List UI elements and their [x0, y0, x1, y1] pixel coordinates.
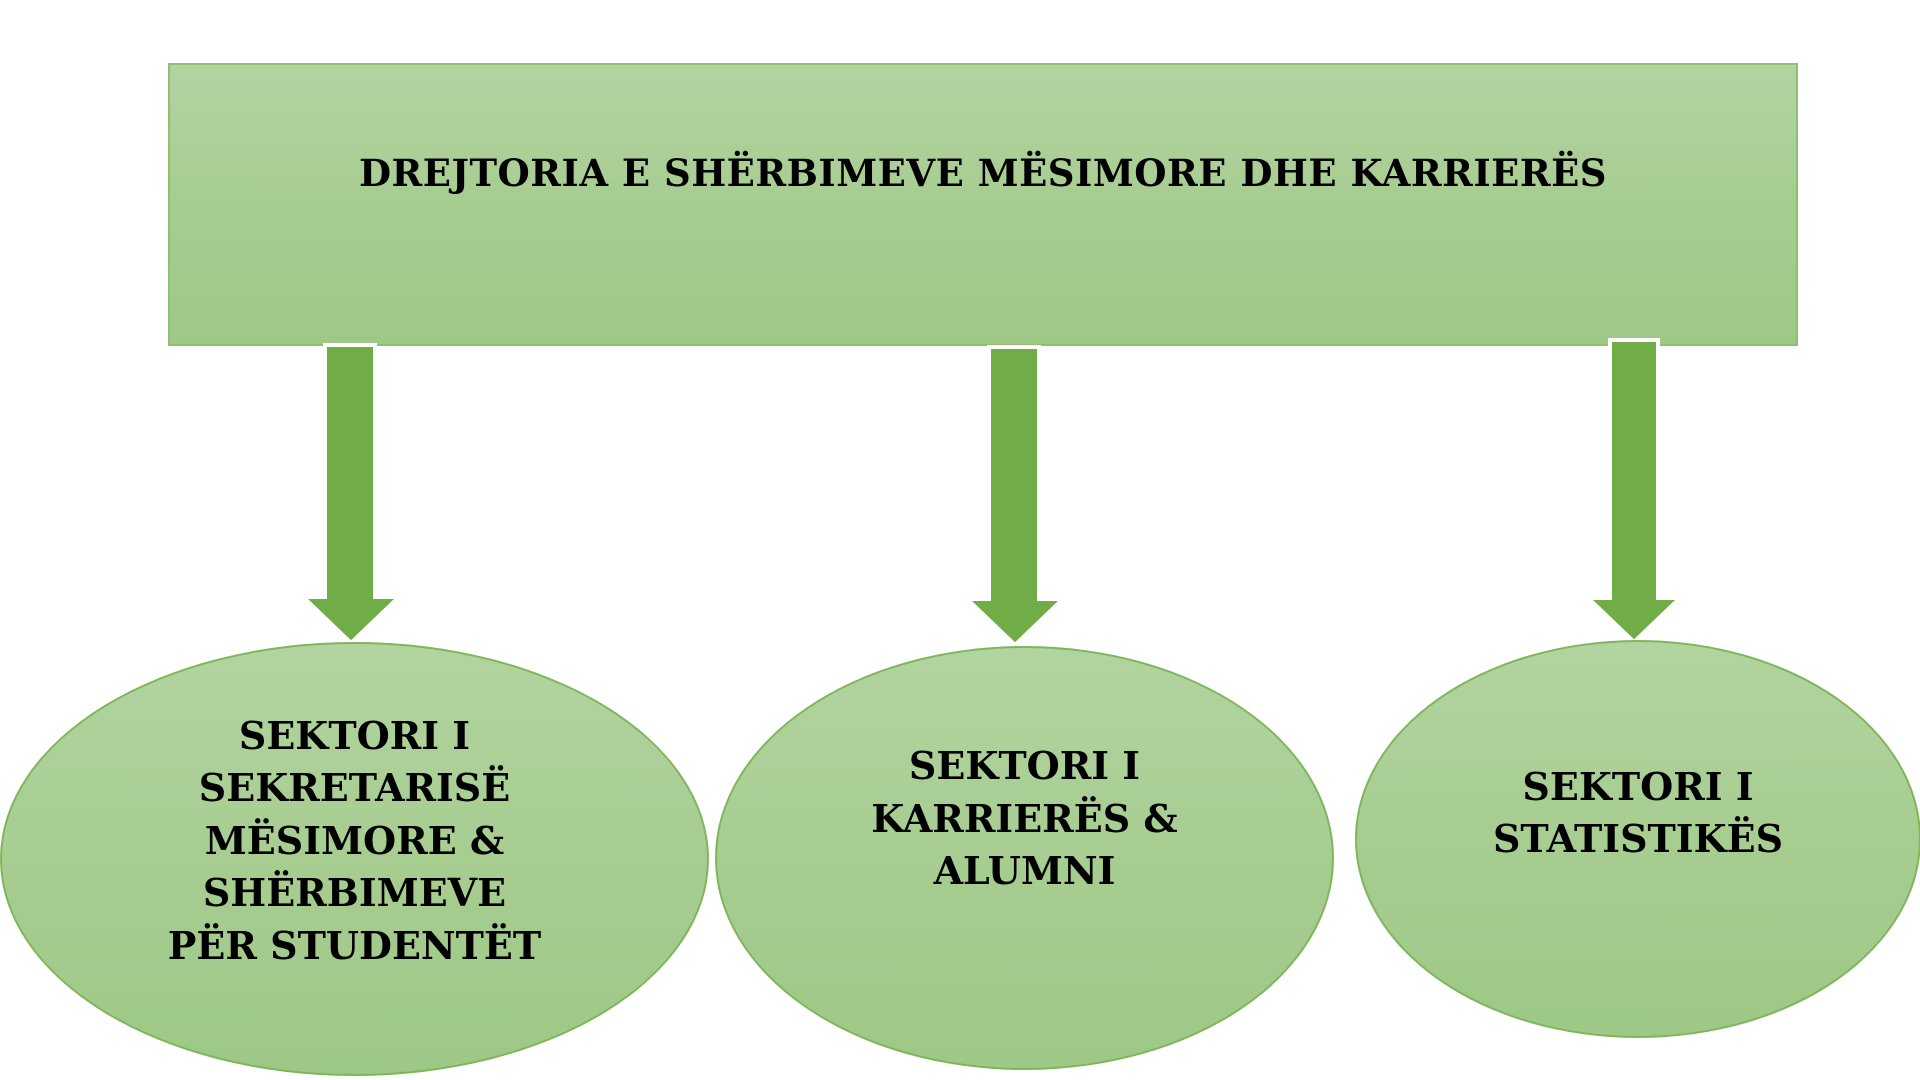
sector-career-alumni-label: SEKTORI I KARRIERËS & ALUMNI — [871, 743, 1178, 894]
arrow-to-sector-1 — [298, 343, 404, 646]
directorate-box: DREJTORIA E SHËRBIMEVE MËSIMORE DHE KARR… — [168, 63, 1798, 346]
arrow-to-sector-3 — [1583, 338, 1685, 645]
sector-secretariat-node: SEKTORI I SEKRETARISË MËSIMORE & SHËRBIM… — [0, 642, 709, 1076]
sector-career-alumni-node: SEKTORI I KARRIERËS & ALUMNI — [715, 646, 1334, 1070]
sector-statistics-node: SEKTORI I STATISTIKËS — [1355, 640, 1920, 1038]
directorate-title: DREJTORIA E SHËRBIMEVE MËSIMORE DHE KARR… — [358, 150, 1608, 195]
arrow-to-sector-2 — [962, 345, 1068, 648]
sector-secretariat-label: SEKTORI I SEKRETARISË MËSIMORE & SHËRBIM… — [167, 712, 542, 968]
sector-statistics-label: SEKTORI I STATISTIKËS — [1492, 763, 1784, 861]
